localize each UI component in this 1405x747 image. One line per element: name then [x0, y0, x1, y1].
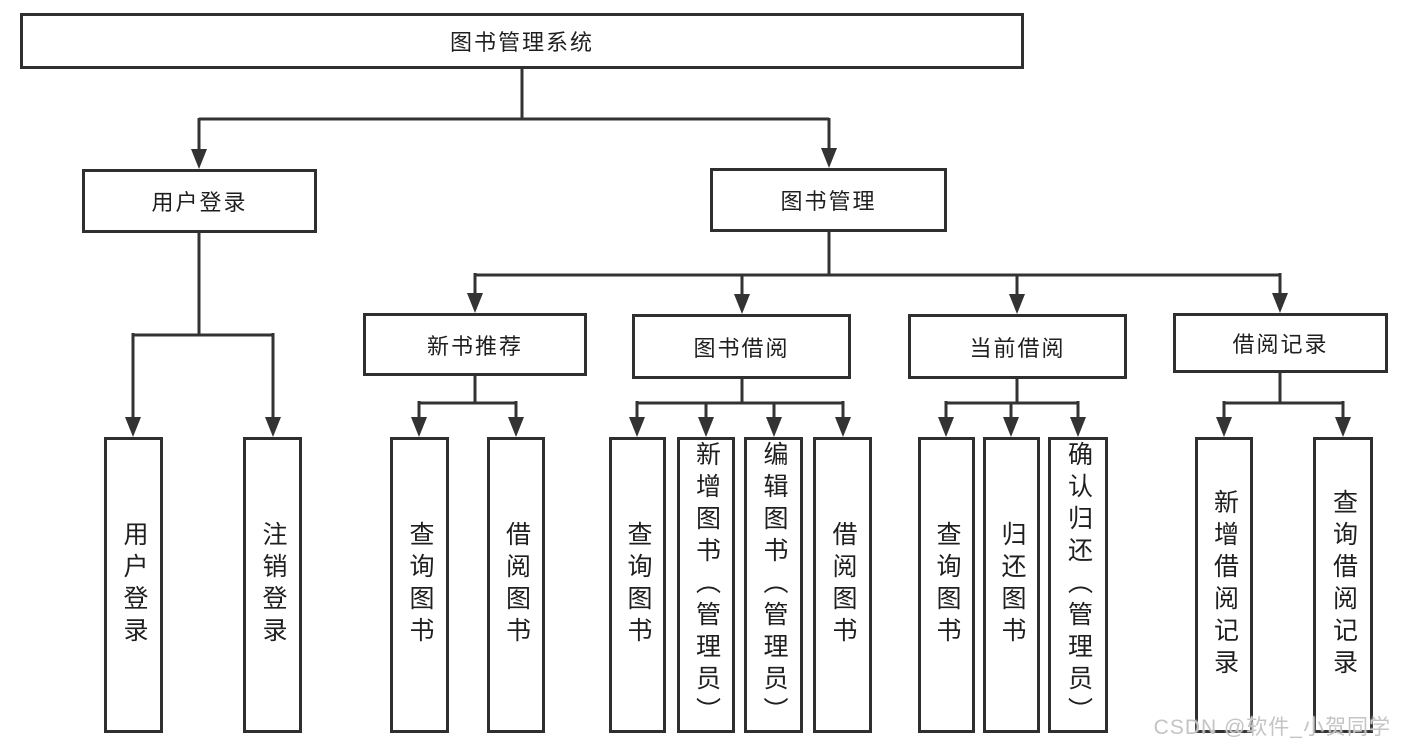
- leaf-logout: 注销登录: [243, 437, 302, 733]
- leaf-query-books-current: 查询图书: [918, 437, 975, 733]
- leaf-query-borrow-record: 查询借阅记录: [1313, 437, 1373, 733]
- node-book-borrowing: 图书借阅: [632, 314, 851, 379]
- node-new-book-recommend: 新书推荐: [363, 313, 587, 376]
- leaf-user-login: 用户登录: [104, 437, 163, 733]
- leaf-confirm-return-admin: 确认归还（管理员）: [1048, 437, 1108, 733]
- node-borrow-records: 借阅记录: [1173, 313, 1388, 373]
- leaf-return-books: 归还图书: [983, 437, 1040, 733]
- node-library-system: 图书管理系统: [20, 13, 1024, 69]
- leaf-add-borrow-record: 新增借阅记录: [1195, 437, 1253, 733]
- leaf-borrow-books-recommend: 借阅图书: [487, 437, 545, 733]
- node-book-management: 图书管理: [710, 168, 947, 232]
- leaf-borrow-books-borrowing: 借阅图书: [813, 437, 872, 733]
- node-user-login: 用户登录: [82, 169, 317, 233]
- node-current-borrowing: 当前借阅: [908, 314, 1127, 379]
- leaf-add-books-admin: 新增图书（管理员）: [677, 437, 735, 733]
- leaf-query-books-recommend: 查询图书: [390, 437, 449, 733]
- leaf-edit-books-admin: 编辑图书（管理员）: [744, 437, 803, 733]
- leaf-query-books-borrowing: 查询图书: [609, 437, 666, 733]
- arrowheads: [125, 148, 1351, 437]
- csdn-watermark: CSDN @软件_小贺同学: [1153, 716, 1391, 739]
